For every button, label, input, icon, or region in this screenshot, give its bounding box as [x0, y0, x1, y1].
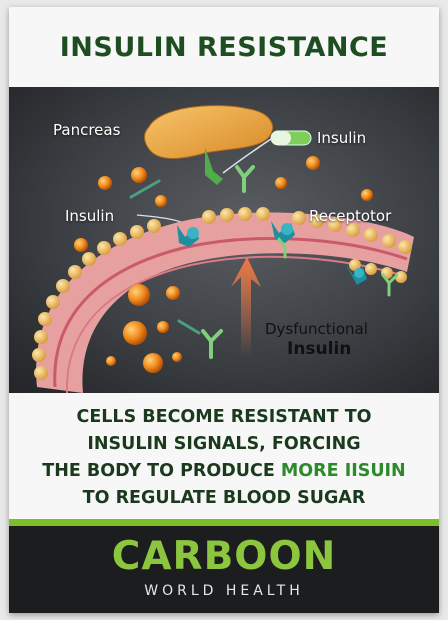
label-pancreas: Pancreas	[53, 121, 121, 139]
brand-logo: CARBOON	[111, 534, 337, 579]
title-bar: INSULIN RESISTANCE	[9, 7, 439, 87]
poster: INSULIN RESISTANCE	[9, 7, 439, 613]
message-line-3-prefix: THE BODY TO PRODUCE	[42, 461, 281, 481]
message-line-1: CELLS BECOME RESISTANT TO	[76, 407, 372, 427]
poster-title: INSULIN RESISTANCE	[59, 31, 389, 63]
message-line-4: TO REGULATE BLOOD SUGAR	[82, 488, 366, 508]
label-dysfunctional-line1: Dysfunctional	[265, 320, 368, 338]
label-insulin-right: Insulin	[317, 129, 367, 147]
pancreas-organ	[144, 105, 273, 185]
membrane-beads	[32, 207, 412, 380]
insulin-capsule	[270, 130, 312, 146]
footer: CARBOON WORLD HEALTH	[9, 526, 439, 613]
green-divider	[9, 519, 439, 526]
resistance-arrow	[231, 257, 261, 357]
message-line-3-accent: MORE IISUIN	[280, 461, 406, 481]
message-line-2: INSULIN SIGNALS, FORCING	[87, 434, 361, 454]
message-block: CELLS BECOME RESISTANT TO INSULIN SIGNAL…	[9, 393, 439, 519]
cell-membrane	[36, 212, 414, 393]
label-dysfunctional-insulin: Dysfunctional Insulin	[265, 319, 368, 359]
label-dysfunctional-line2: Insulin	[287, 339, 352, 359]
receptor-proteins	[177, 221, 367, 285]
illustration: Pancreas Insulin Insulin Receptotor Dysf…	[9, 87, 439, 393]
brand-tagline: WORLD HEALTH	[144, 583, 304, 599]
insulin-molecule	[201, 165, 255, 359]
insulin-illustration	[32, 105, 414, 393]
label-insulin-left: Insulin	[65, 207, 115, 225]
glucose-orbs	[74, 156, 373, 373]
label-receptor: Receptotor	[309, 207, 392, 225]
message-line-3: THE BODY TO PRODUCE MORE IISUIN	[9, 461, 439, 481]
